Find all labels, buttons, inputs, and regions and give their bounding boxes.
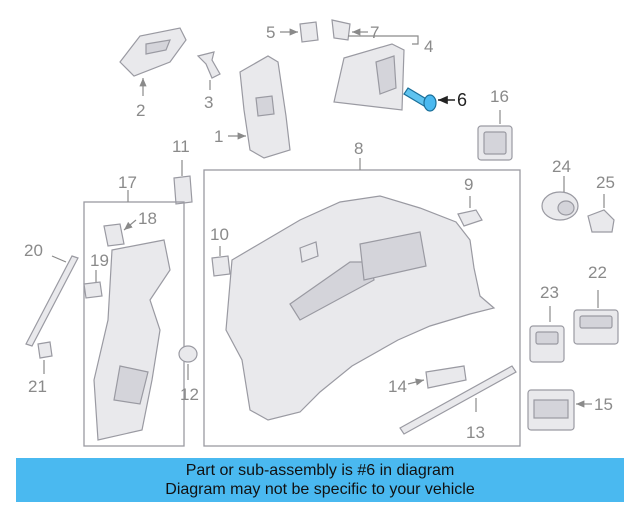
callout-18: 18	[138, 209, 157, 228]
parts-diagram: 2 3 1 5 7 4 6	[24, 19, 619, 447]
part-15-panel[interactable]: 15	[527, 389, 613, 431]
part-19-clip[interactable]: 19	[83, 251, 109, 299]
part-17-pillar-trim[interactable]	[93, 239, 171, 441]
part-12-pushpin[interactable]: 12	[178, 345, 199, 404]
callout-17: 17	[118, 173, 137, 192]
callout-20: 20	[24, 241, 43, 260]
part-4-corner-trim[interactable]: 4	[333, 35, 433, 111]
callout-2: 2	[136, 101, 145, 120]
part-6-bolt[interactable]: 6	[403, 87, 467, 112]
part-25-cap[interactable]: 25	[587, 173, 615, 233]
callout-7: 7	[370, 23, 379, 42]
callout-13: 13	[466, 423, 485, 442]
part-7-bracket[interactable]: 7	[331, 19, 379, 42]
callout-11: 11	[172, 137, 190, 156]
part-22-switch[interactable]: 22	[573, 263, 619, 345]
part-24-socket[interactable]: 24	[541, 157, 579, 221]
part-9-clip[interactable]: 9	[457, 175, 483, 227]
callout-23: 23	[540, 283, 559, 302]
part-11-clip[interactable]: 11	[172, 137, 193, 205]
callout-14: 14	[388, 377, 407, 396]
part-10-clip[interactable]: 10	[210, 225, 231, 277]
callout-1: 1	[214, 127, 223, 146]
callout-25: 25	[596, 173, 615, 192]
part-20-strip[interactable]: 20	[24, 241, 79, 347]
part-1-pillar-trim[interactable]: 1	[214, 55, 291, 159]
callout-16: 16	[490, 87, 509, 106]
callout-6: 6	[457, 90, 467, 110]
part-21-clip[interactable]: 21	[28, 341, 53, 396]
part-18-clip[interactable]: 18	[103, 209, 157, 247]
callout-22: 22	[588, 263, 607, 282]
callout-8: 8	[354, 139, 363, 158]
part-8-frame	[203, 169, 521, 447]
part-3-clip[interactable]: 3	[196, 51, 221, 112]
callout-21: 21	[28, 377, 47, 396]
callout-10: 10	[210, 225, 229, 244]
callout-5: 5	[266, 23, 275, 42]
part-8-quarter-trim-panel[interactable]	[225, 195, 496, 421]
callout-19: 19	[90, 251, 109, 270]
part-14-plate[interactable]: 14	[388, 365, 467, 396]
callout-4: 4	[424, 37, 433, 56]
part-17-frame	[83, 201, 185, 447]
callout-9: 9	[464, 175, 473, 194]
callout-12: 12	[180, 385, 199, 404]
part-13-scuff-strip[interactable]: 13	[399, 365, 517, 442]
callout-24: 24	[552, 157, 571, 176]
callout-15: 15	[594, 395, 613, 414]
part-23-switch[interactable]: 23	[529, 283, 565, 363]
callout-3: 3	[204, 93, 213, 112]
part-16-switch[interactable]: 16	[477, 87, 513, 161]
banner-line-1: Part or sub-assembly is #6 in diagram	[185, 462, 455, 479]
banner-line-2: Diagram may not be specific to your vehi…	[165, 481, 475, 498]
part-2-handle[interactable]: 2	[119, 27, 187, 120]
info-banner: Part or sub-assembly is #6 in diagram Di…	[16, 458, 624, 502]
part-5-clip[interactable]: 5	[266, 21, 319, 43]
